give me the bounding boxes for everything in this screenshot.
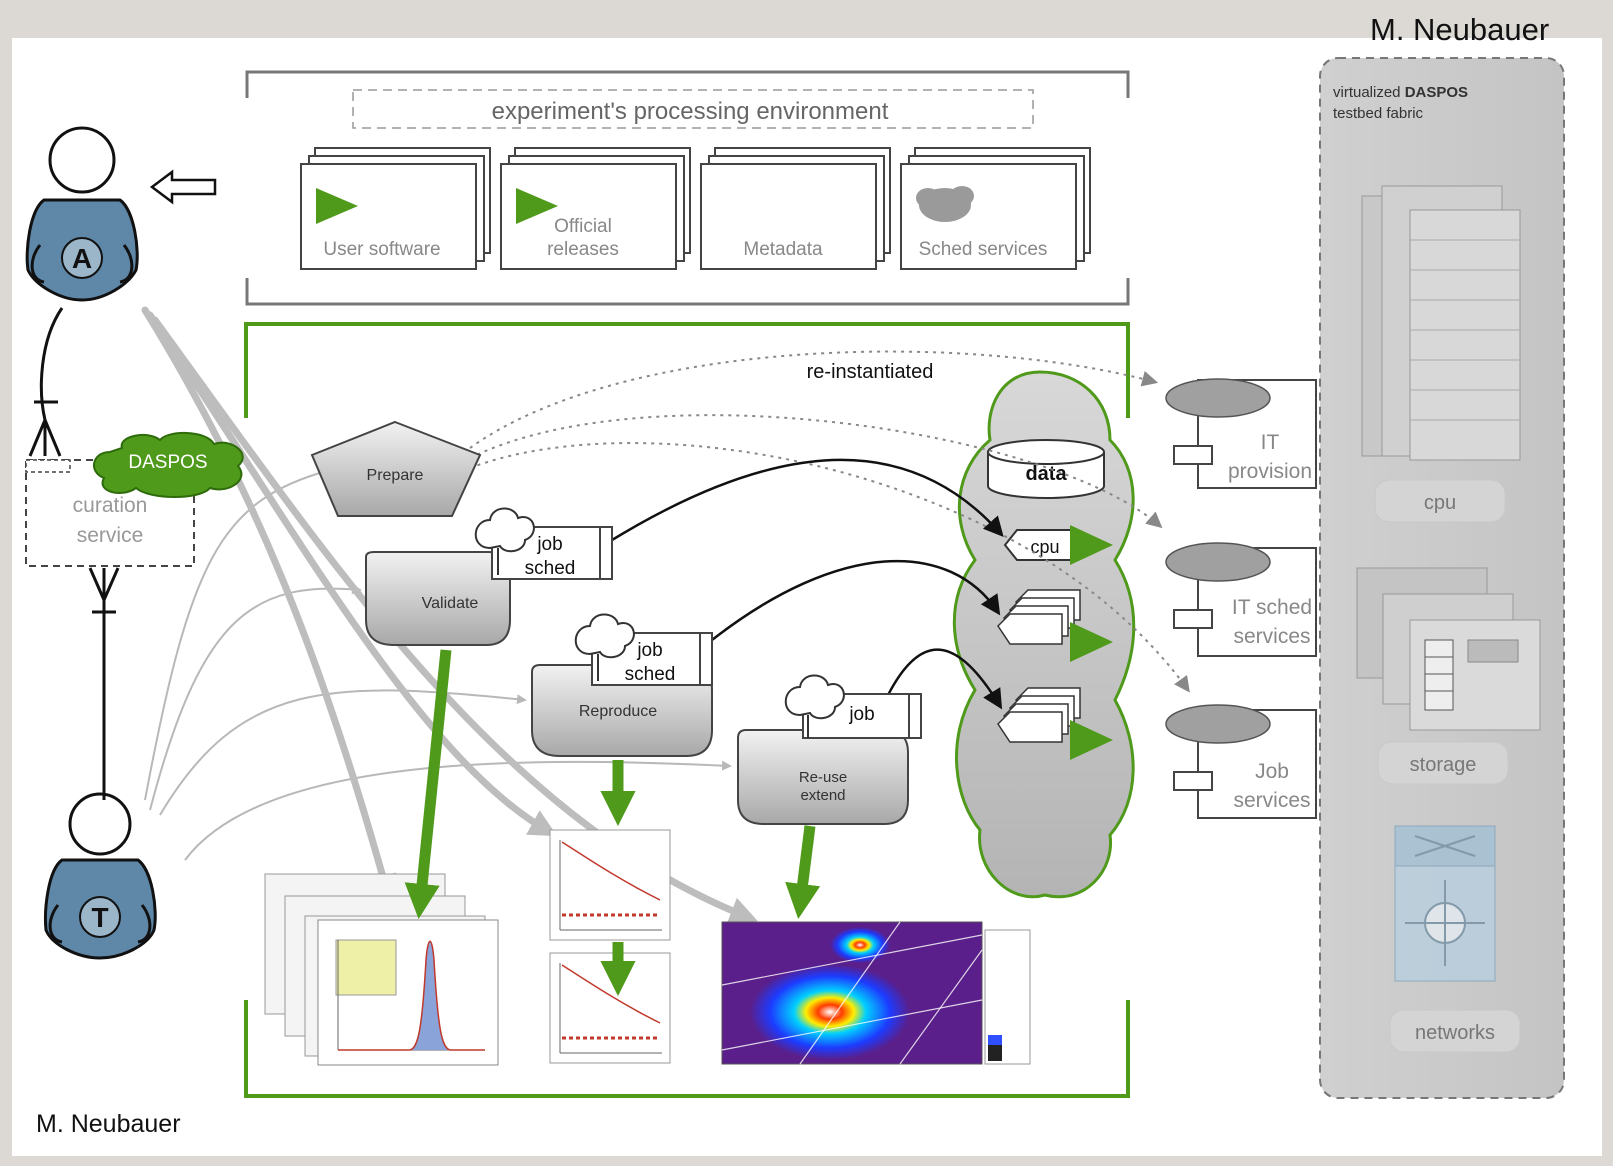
author-credit-bottom: M. Neubauer (36, 1110, 181, 1138)
environment-title: experiment's processing environment (492, 98, 889, 125)
service-it-sched: IT sched services (1165, 542, 1317, 657)
result-heatmap-thumbnail (721, 921, 1031, 1065)
svg-text:sched: sched (525, 558, 576, 579)
job-dispatch-arrows (611, 458, 1004, 713)
job-stack-icon (997, 687, 1113, 760)
result-histogram-thumbnail (264, 873, 499, 1066)
job-sched-reproduce: job sched (574, 613, 713, 686)
processing-environment: experiment's processing environment (245, 70, 1130, 306)
cpu-label: cpu (1424, 492, 1456, 514)
result-arrows (404, 649, 821, 997)
network-switch-icon (1394, 825, 1496, 982)
cloud-icon (784, 674, 845, 720)
cloud-icon (1165, 542, 1271, 582)
svg-text:service: service (77, 524, 144, 547)
svg-text:DASPOS: DASPOS (128, 452, 207, 473)
service-job: Job services (1165, 704, 1317, 819)
svg-text:services: services (1233, 789, 1310, 812)
file-stack-official-releases: Official releases (500, 147, 691, 270)
arrow-to-analyst-icon (149, 169, 217, 205)
cloud-icon (916, 186, 974, 222)
svg-text:services: services (1233, 625, 1310, 648)
cloud-icon (474, 507, 535, 553)
cpu-button (1374, 479, 1506, 523)
job-sched-validate: job sched (474, 507, 613, 580)
job-sched-reuse: job (784, 674, 922, 739)
testbed-fabric-panel: virtualized DASPOS testbed fabric cpu (1319, 57, 1565, 1099)
svg-text:cpu: cpu (1030, 537, 1059, 557)
daspos-badge: DASPOS (93, 431, 244, 498)
reinstantiated-arrows (469, 350, 1190, 693)
author-credit-top: M. Neubauer (1370, 12, 1550, 47)
svg-text:provision: provision (1228, 460, 1312, 483)
svg-text:curation: curation (73, 494, 148, 517)
svg-text:Official: Official (554, 216, 612, 237)
data-store-icon: data (987, 439, 1105, 499)
svg-text:IT sched: IT sched (1232, 596, 1312, 619)
actor-curation-links (28, 307, 120, 800)
reinstantiated-label: re-instantiated (807, 361, 934, 383)
svg-text:User software: User software (323, 239, 440, 260)
cloud-icon (1165, 378, 1271, 418)
svg-text:Metadata: Metadata (743, 239, 823, 260)
storage-icon (1356, 567, 1541, 731)
svg-text:Prepare: Prepare (367, 467, 424, 484)
step-validate: Validate (365, 551, 511, 646)
tech-actor: T (44, 792, 157, 960)
fabric-subtitle: testbed fabric (1333, 105, 1424, 122)
play-icon (316, 188, 358, 224)
storage-button (1377, 741, 1509, 785)
svg-text:job: job (536, 534, 562, 555)
svg-text:Job: Job (1255, 760, 1289, 783)
cpu-job-icon: cpu (1003, 525, 1113, 565)
step-prepare: Prepare (310, 420, 482, 517)
job-stack-icon (997, 589, 1113, 662)
cpu-rack-icon (1361, 185, 1521, 461)
step-reuse-extend: Re-use extend (737, 729, 909, 825)
svg-text:releases: releases (547, 239, 619, 260)
analyst-letter: A (72, 243, 92, 274)
workflow-bracket (244, 322, 1130, 1098)
fabric-title: virtualized DASPOS (1333, 84, 1468, 101)
svg-text:job: job (636, 640, 662, 661)
networks-button (1389, 1009, 1521, 1053)
cloud-icon (574, 613, 635, 659)
svg-text:job: job (848, 704, 874, 725)
storage-label: storage (1410, 754, 1477, 776)
play-icon (516, 188, 558, 224)
svg-text:extend: extend (800, 787, 845, 804)
step-reproduce: Reproduce (531, 664, 713, 757)
svg-text:sched: sched (625, 664, 676, 685)
svg-text:IT: IT (1261, 431, 1280, 454)
svg-text:Re-use: Re-use (799, 769, 847, 786)
svg-text:Reproduce: Reproduce (579, 703, 657, 720)
file-stack-sched-services: Sched services (900, 147, 1091, 270)
networks-label: networks (1415, 1022, 1495, 1044)
svg-text:data: data (1025, 463, 1067, 485)
file-stack-metadata: Metadata (700, 147, 891, 270)
analyst-actor: A (25, 126, 139, 302)
svg-text:Sched services: Sched services (919, 239, 1048, 260)
service-it-provision: IT provision (1165, 378, 1317, 489)
tech-letter: T (91, 902, 108, 933)
tech-to-steps-arrows (144, 467, 732, 861)
file-stack-user-software: User software (300, 147, 491, 270)
cloud-icon (1165, 704, 1271, 744)
svg-text:Validate: Validate (422, 595, 479, 612)
